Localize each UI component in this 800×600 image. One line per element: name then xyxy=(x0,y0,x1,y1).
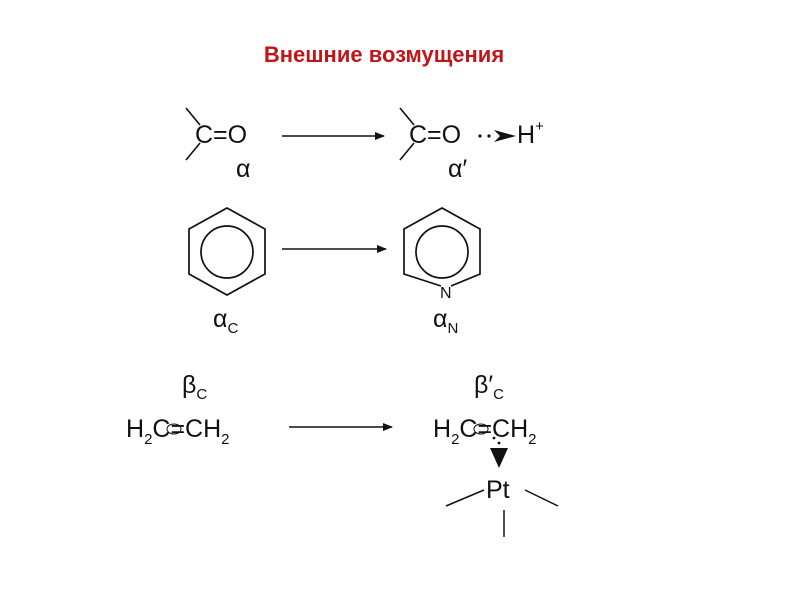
bond-line xyxy=(185,142,201,161)
pyridine-ring: N xyxy=(403,207,481,302)
carbonyl-formula-left: C=O xyxy=(195,121,247,149)
beta-c-label: βC xyxy=(182,371,207,403)
proton-symbol: H+ xyxy=(517,118,544,149)
ligand-bond xyxy=(445,489,485,507)
aromatic-circle xyxy=(200,225,254,279)
carbonyl-formula-right: C=O xyxy=(409,121,461,149)
ring-nitrogen: N xyxy=(440,285,452,302)
ligand-bond xyxy=(524,489,559,507)
aromatic-circle xyxy=(415,225,469,279)
page-title: Внешние возмущения xyxy=(264,42,504,67)
ethylene-formula-right: H2C=CH2 xyxy=(433,415,537,448)
bond-line xyxy=(399,142,415,161)
bond-line xyxy=(399,107,415,126)
pi-bond-orbital xyxy=(166,423,182,435)
beta-prime-c-label: β′C xyxy=(474,371,504,403)
carbonyl-left: C=O α xyxy=(185,107,250,183)
bond-line xyxy=(185,107,201,126)
lone-pair-dot xyxy=(487,134,491,138)
ring-hexagon xyxy=(188,207,266,296)
ethylene-formula-left: H2C=CH2 xyxy=(126,415,230,448)
alpha-c-label: αC xyxy=(213,305,238,337)
pi-bond-orbital xyxy=(473,423,489,435)
carbonyl-right: C=O H+ α′ xyxy=(399,107,544,183)
pi-coordination xyxy=(490,436,508,468)
electron-dot xyxy=(497,441,501,445)
ring-hexagon xyxy=(403,207,481,287)
alpha-label: α xyxy=(236,155,250,183)
alpha-n-label: αN xyxy=(433,305,458,337)
electron-dot xyxy=(492,436,496,440)
coordination-arrowhead xyxy=(490,448,508,468)
platinum-symbol: Pt xyxy=(486,476,510,504)
lone-pair-dot xyxy=(478,134,482,138)
alpha-prime-label: α′ xyxy=(448,155,467,183)
coordination-arrowhead xyxy=(494,130,516,142)
benzene-ring xyxy=(188,207,266,296)
